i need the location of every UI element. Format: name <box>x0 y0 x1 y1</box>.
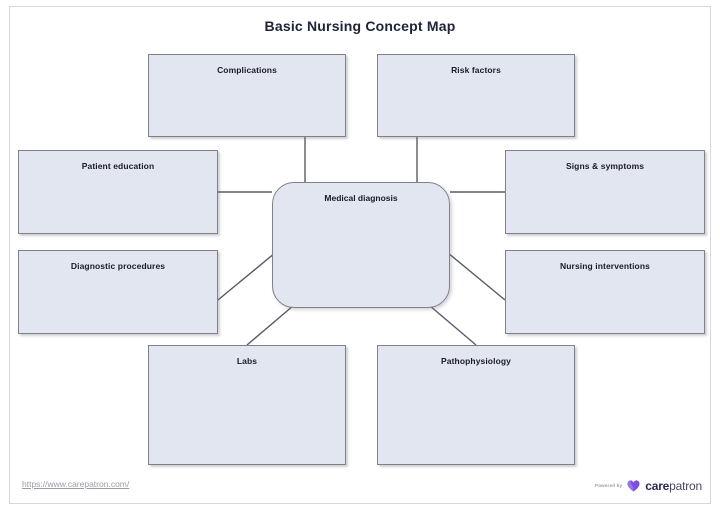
page-title: Basic Nursing Concept Map <box>264 18 456 34</box>
node-label: Pathophysiology <box>441 356 511 366</box>
carepatron-wordmark: carepatron <box>645 479 702 493</box>
carepatron-logo-icon <box>626 478 641 493</box>
node-label: Diagnostic procedures <box>70 261 166 271</box>
brand-name-light: patron <box>669 478 702 493</box>
edge-diagnostic-procedures <box>217 247 282 301</box>
edge-nursing-interventions <box>441 247 506 301</box>
node-label: Complications <box>217 65 277 75</box>
node-diagnostic-procedures[interactable]: Diagnostic procedures <box>18 250 218 334</box>
node-label: Patient education <box>81 161 155 171</box>
node-label: Nursing interventions <box>560 261 650 271</box>
node-medical-diagnosis[interactable]: Medical diagnosis <box>272 182 450 308</box>
node-labs[interactable]: Labs <box>148 345 346 465</box>
brand-footer: Powered by carepatron <box>595 478 702 493</box>
brand-name-bold: care <box>645 478 670 493</box>
node-label: Labs <box>236 356 258 366</box>
node-pathophysiology[interactable]: Pathophysiology <box>377 345 575 465</box>
node-signs-symptoms[interactable]: Signs & symptoms <box>505 150 705 234</box>
node-label: Signs & symptoms <box>565 161 645 171</box>
node-nursing-interventions[interactable]: Nursing interventions <box>505 250 705 334</box>
powered-by-label: Powered by <box>595 483 623 488</box>
node-complications[interactable]: Complications <box>148 54 346 137</box>
node-label: Risk factors <box>451 65 501 75</box>
node-label: Medical diagnosis <box>324 193 398 203</box>
carepatron-url-link[interactable]: https://www.carepatron.com/ <box>22 479 130 489</box>
node-patient-education[interactable]: Patient education <box>18 150 218 234</box>
node-risk-factors[interactable]: Risk factors <box>377 54 575 137</box>
